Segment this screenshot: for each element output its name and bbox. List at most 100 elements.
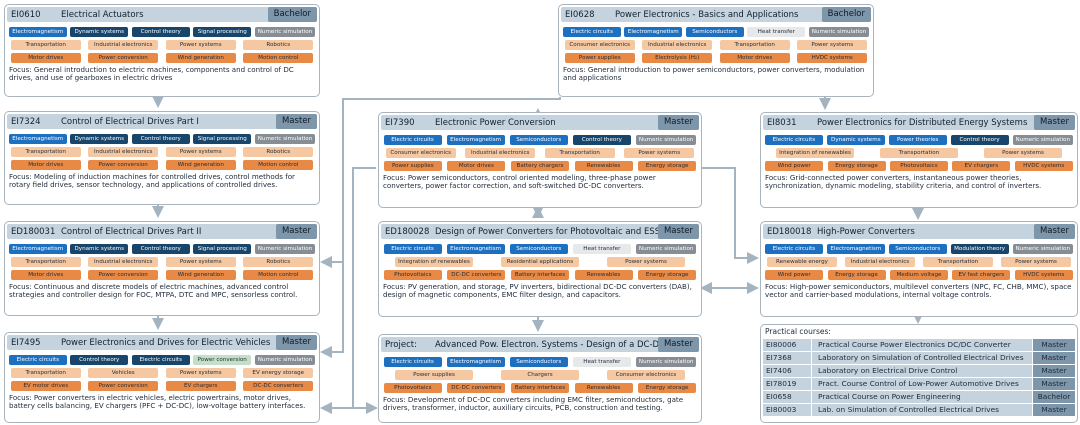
practical-course-code: EI80006 <box>763 339 811 351</box>
tag-numeric-simulation: Numeric simulation <box>254 355 316 365</box>
course-card-ei7324: EI7324 Control of Electrical Drives Part … <box>4 111 320 205</box>
tag-robotics: Robotics <box>243 147 314 157</box>
tag-power-conversion: Power conversion <box>88 160 159 170</box>
tag-heat-transfer: Heat transfer <box>572 244 631 254</box>
tag-industrial-electronics: Industrial electronics <box>642 40 713 50</box>
course-code: EI7495 <box>11 337 41 348</box>
tag-energy-storage: Energy storage <box>638 383 697 393</box>
course-level-badge: Master <box>275 224 317 239</box>
course-focus: Focus: Continuous and discrete models of… <box>9 282 298 300</box>
course-focus: Focus: Modeling of induction machines fo… <box>9 172 295 190</box>
tag-energy-storage: Energy storage <box>827 270 886 280</box>
tag-transportation: Transportation <box>10 40 81 50</box>
tag-electric-circuits: Electric circuits <box>383 135 442 145</box>
tag-transportation: Transportation <box>10 368 81 378</box>
tag-wind-power: Wind power <box>765 161 824 171</box>
tag-medium-voltage: Medium voltage <box>889 270 948 280</box>
practical-course-title: Lab. on Simulation of Controlled Electri… <box>812 404 1032 416</box>
tag-power-systems: Power systems <box>607 257 685 267</box>
tag-motion-control: Motion control <box>243 160 314 170</box>
tag-motor-drives: Motor drives <box>447 161 506 171</box>
course-title: Advanced Pow. Electron. Systems - Design… <box>435 339 658 350</box>
tag-signal-processing: Signal processing <box>193 134 252 144</box>
tag-consumer-electronics: Consumer electronics <box>564 40 635 50</box>
course-code: EI7324 <box>11 116 41 127</box>
tag-electric-circuits: Electric circuits <box>764 135 823 145</box>
course-focus: Focus: General introduction to power sem… <box>563 65 865 83</box>
tag-energy-storage: Energy storage <box>827 161 886 171</box>
tag-industrial-electronics: Industrial electronics <box>465 148 536 158</box>
tag-ev-energy-storage: EV energy storage <box>243 368 314 378</box>
course-title: Control of Electrical Drives Part II <box>61 226 202 237</box>
tag-dynamic-systems: Dynamic systems <box>70 134 129 144</box>
tag-semiconductors: Semiconductors <box>509 357 568 367</box>
course-title: Design of Power Converters for Photovolt… <box>435 226 658 237</box>
tag-wind-generation: Wind generation <box>165 160 236 170</box>
practical-course-code: EI7368 <box>763 352 811 364</box>
course-focus: Focus: PV generation, and storage, PV in… <box>383 282 692 300</box>
tag-motor-drives: Motor drives <box>10 270 81 280</box>
course-title: Electrical Actuators <box>61 9 144 20</box>
tag-residential-applications: Residential applications <box>501 257 579 267</box>
tag-control-theory: Control theory <box>131 244 190 254</box>
tag-semiconductors: Semiconductors <box>685 27 744 37</box>
tag-signal-processing: Signal processing <box>193 244 252 254</box>
tag-renewables: Renewables <box>574 383 633 393</box>
tag-control-theory: Control theory <box>131 134 190 144</box>
practical-course-level: Master <box>1033 365 1075 377</box>
course-code: Project: <box>385 339 417 350</box>
tag-consumer-electronics: Consumer electronics <box>385 148 456 158</box>
tag-battery-chargers: Battery chargers <box>510 161 569 171</box>
application-row: Consumer electronics Industrial electroni… <box>561 40 871 50</box>
tag-electric-circuits: Electric circuits <box>383 244 442 254</box>
course-header: Project: Advanced Pow. Electron. Systems … <box>381 337 699 352</box>
tag-battery-interfaces: Battery interfaces <box>510 270 569 280</box>
tag-heat-transfer: Heat transfer <box>572 357 631 367</box>
course-level-badge: Master <box>275 335 317 350</box>
course-title: High-Power Converters <box>817 226 915 237</box>
tag-transportation: Transportation <box>880 148 958 158</box>
tag-numeric-simulation: Numeric simulation <box>254 244 316 254</box>
tag-consumer-electronics: Consumer electronics <box>607 370 685 380</box>
tag-electromagnetism: Electromagnetism <box>8 134 67 144</box>
tag-numeric-simulation: Numeric simulation <box>1012 244 1073 254</box>
tag-integration-of-renewables: Integration of renewables <box>776 148 854 158</box>
course-level-badge: Master <box>1033 115 1075 130</box>
course-card-project: Project: Advanced Pow. Electron. Systems … <box>378 334 702 423</box>
tag-dynamic-systems: Dynamic systems <box>70 244 129 254</box>
course-card-ei8031: EI8031 Power Electronics for Distributed … <box>760 112 1078 208</box>
tag-numeric-simulation: Numeric simulation <box>1012 135 1073 145</box>
tag-motor-drives: Motor drives <box>10 53 81 63</box>
tag-photovoltaics: Photovoltaics <box>383 383 442 393</box>
tag-electromagnetism: Electromagnetism <box>826 244 885 254</box>
tag-power-systems: Power systems <box>165 257 236 267</box>
tag-hvdc-systems: HVDC systems <box>797 53 868 63</box>
course-title: Power Electronics for Distributed Energy… <box>817 117 1028 128</box>
course-title: Control of Electrical Drives Part I <box>61 116 199 127</box>
tag-industrial-electronics: Industrial electronics <box>845 257 915 267</box>
course-code: EI8031 <box>767 117 797 128</box>
tag-electric-circuits: Electric circuits <box>562 27 621 37</box>
